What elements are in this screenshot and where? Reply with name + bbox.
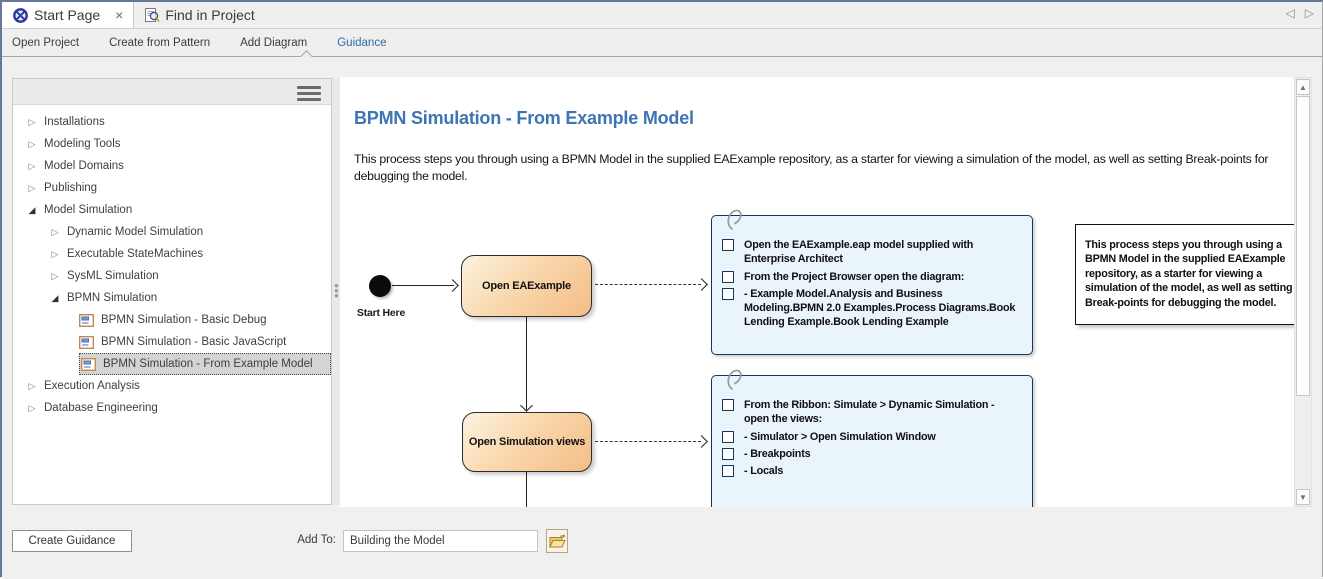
guidance-document-icon	[79, 313, 94, 327]
tree-item-installations[interactable]: ▷ Installations	[13, 111, 331, 133]
start-page-icon	[12, 7, 29, 24]
create-guidance-button[interactable]: Create Guidance	[12, 530, 132, 552]
nav-forward-icon[interactable]: ▷	[1304, 6, 1314, 20]
checkbox-icon[interactable]	[722, 399, 734, 411]
scroll-up-icon[interactable]: ▲	[1296, 79, 1310, 95]
folder-icon	[548, 534, 566, 549]
intro-paragraph: This process steps you through using a B…	[354, 152, 1269, 184]
chevron-collapsed-icon[interactable]: ▷	[28, 160, 36, 171]
tree-item-bpmn-basic-javascript[interactable]: BPMN Simulation - Basic JavaScript	[13, 331, 331, 353]
paperclip-icon	[725, 367, 747, 396]
chevron-expanded-icon[interactable]: ◢	[51, 292, 59, 303]
vertical-scrollbar[interactable]: ▲ ▼	[1294, 77, 1312, 507]
tree-item-bpmn-basic-debug[interactable]: BPMN Simulation - Basic Debug	[13, 309, 331, 331]
tree-item-database-engineering[interactable]: ▷ Database Engineering	[13, 397, 331, 419]
start-node	[369, 275, 391, 297]
toolbar-item-guidance[interactable]: Guidance	[337, 36, 387, 49]
browse-folder-button[interactable]	[546, 529, 568, 553]
checklist-item: - Locals	[722, 464, 1020, 478]
guidance-document-icon	[81, 357, 96, 371]
add-to-input[interactable]	[343, 530, 538, 552]
tree-item-sysml-simulation[interactable]: ▷ SysML Simulation	[13, 265, 331, 287]
scroll-down-icon[interactable]: ▼	[1296, 489, 1310, 505]
guidance-document-icon	[79, 335, 94, 349]
flow-arrow-line	[392, 285, 454, 286]
checklist-item: - Simulator > Open Simulation Window	[722, 430, 1020, 444]
flow-arrow-line	[526, 472, 527, 507]
activity-open-eaexample: Open EAExample	[461, 255, 592, 317]
tree-item-modeling-tools[interactable]: ▷ Modeling Tools	[13, 133, 331, 155]
tree-item-model-domains[interactable]: ▷ Model Domains	[13, 155, 331, 177]
start-node-label: Start Here	[356, 307, 406, 319]
checkbox-icon[interactable]	[722, 287, 734, 300]
activity-open-simulation-views: Open Simulation views	[462, 412, 592, 472]
hamburger-menu-icon[interactable]	[297, 86, 321, 101]
checkbox-icon[interactable]	[722, 430, 734, 443]
arrowhead-icon	[446, 279, 459, 292]
note-link-dashed-line	[595, 284, 701, 285]
tree-panel-header	[13, 79, 331, 105]
chevron-collapsed-icon[interactable]: ▷	[28, 182, 36, 193]
tab-find-in-project[interactable]: Find in Project	[134, 2, 264, 28]
checklist-item: - Breakpoints	[722, 447, 1020, 461]
tree-item-publishing[interactable]: ▷ Publishing	[13, 177, 331, 199]
tree-item-bpmn-from-example-model[interactable]: BPMN Simulation - From Example Model	[13, 353, 331, 375]
page-title: BPMN Simulation - From Example Model	[354, 108, 694, 128]
tree-item-executable-statemachines[interactable]: ▷ Executable StateMachines	[13, 243, 331, 265]
note-link-dashed-line	[595, 441, 701, 442]
checklist-item: Open the EAExample.eap model supplied wi…	[722, 238, 1020, 267]
checkbox-icon[interactable]	[722, 465, 734, 477]
chevron-collapsed-icon[interactable]: ▷	[28, 138, 36, 149]
checklist-note-simulation-views: From the Ribbon: Simulate > Dynamic Simu…	[711, 369, 1033, 507]
arrowhead-icon	[695, 435, 708, 448]
guidance-document-view: BPMN Simulation - From Example Model Thi…	[340, 77, 1294, 507]
paperclip-icon	[725, 207, 747, 236]
checklist-item: From the Ribbon: Simulate > Dynamic Simu…	[722, 398, 1020, 427]
tree-item-execution-analysis[interactable]: ▷ Execution Analysis	[13, 375, 331, 397]
toolbar-item-add-diagram[interactable]: Add Diagram	[240, 36, 308, 49]
tab-start-page[interactable]: Start Page ×	[2, 2, 135, 28]
chevron-collapsed-icon[interactable]: ▷	[51, 226, 59, 237]
find-in-project-icon	[144, 7, 161, 24]
chevron-collapsed-icon[interactable]: ▷	[28, 116, 36, 127]
tree-item-bpmn-simulation[interactable]: ◢ BPMN Simulation	[13, 287, 331, 309]
chevron-expanded-icon[interactable]: ◢	[28, 204, 36, 215]
arrowhead-icon	[695, 278, 708, 291]
checkbox-icon[interactable]	[722, 447, 734, 460]
chevron-collapsed-icon[interactable]: ▷	[51, 248, 59, 259]
checkbox-icon[interactable]	[722, 270, 734, 283]
flow-arrow-line	[526, 317, 527, 410]
guidance-tree-panel: ▷ Installations ▷ Modeling Tools ▷ Model…	[12, 78, 332, 505]
tab-label: Find in Project	[165, 7, 255, 23]
tab-bar: Start Page × Find in Project ◁ ▷	[2, 2, 1322, 29]
description-text-box: This process steps you through using a B…	[1075, 224, 1294, 325]
arrowhead-icon	[520, 399, 533, 412]
tab-navigation: ◁ ▷	[1286, 6, 1314, 20]
checklist-note-open-eaexample: Open the EAExample.eap model supplied wi…	[711, 209, 1033, 355]
close-icon[interactable]: ×	[115, 7, 124, 23]
chevron-collapsed-icon[interactable]: ▷	[28, 380, 36, 391]
footer-bar: Create Guidance Add To:	[2, 507, 1322, 579]
toolbar-item-create-from-pattern[interactable]: Create from Pattern	[109, 36, 211, 49]
checkbox-icon[interactable]	[722, 239, 734, 251]
tab-label: Start Page	[34, 7, 101, 23]
tree-item-model-simulation[interactable]: ◢ Model Simulation	[13, 199, 331, 221]
start-page-toolbar: Open Project Create from Pattern Add Dia…	[2, 29, 1322, 63]
scrollbar-thumb[interactable]	[1296, 96, 1310, 396]
checklist-item: - Example Model.Analysis and Business Mo…	[722, 287, 1020, 330]
tree-item-dynamic-model-simulation[interactable]: ▷ Dynamic Model Simulation	[13, 221, 331, 243]
toolbar-item-open-project[interactable]: Open Project	[12, 36, 80, 49]
guidance-content: ▷ Installations ▷ Modeling Tools ▷ Model…	[2, 57, 1322, 507]
guidance-tree: ▷ Installations ▷ Modeling Tools ▷ Model…	[13, 105, 331, 419]
add-to-label: Add To:	[297, 534, 336, 546]
checklist-item: From the Project Browser open the diagra…	[722, 270, 1020, 284]
chevron-collapsed-icon[interactable]: ▷	[51, 270, 59, 281]
chevron-collapsed-icon[interactable]: ▷	[28, 402, 36, 413]
nav-back-icon[interactable]: ◁	[1285, 6, 1295, 20]
panel-splitter[interactable]: ●●●	[332, 78, 340, 505]
